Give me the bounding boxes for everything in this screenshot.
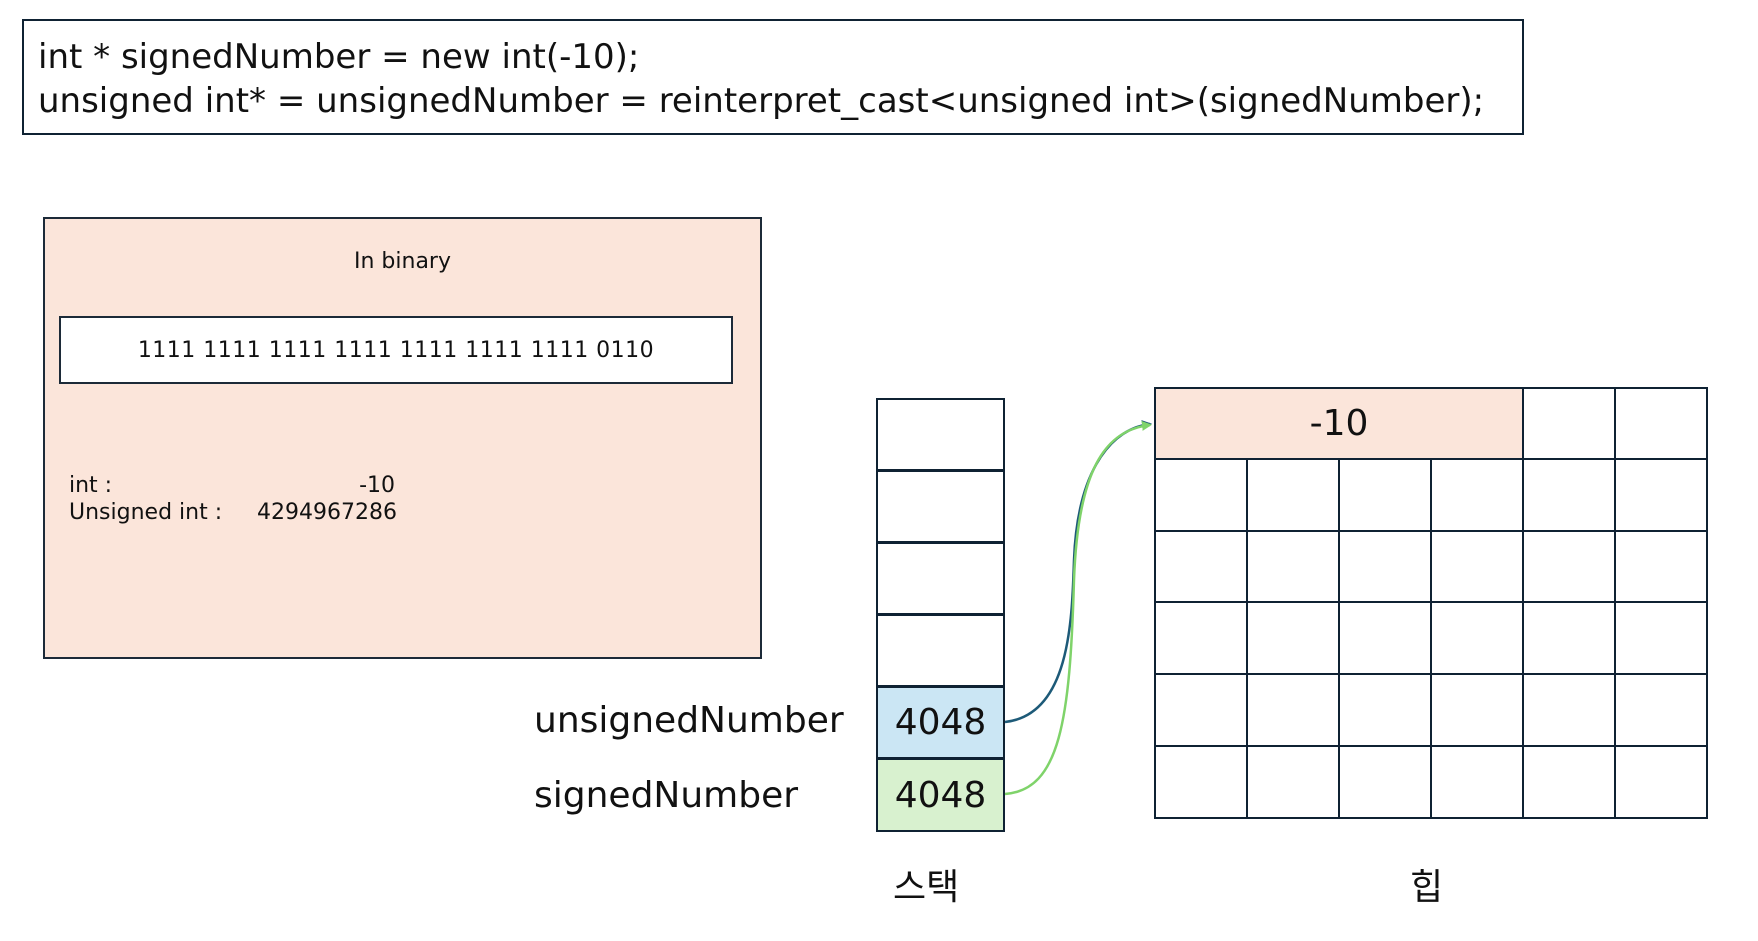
var-label-signed-number: signedNumber <box>534 775 799 816</box>
unsigned-int-value: 4294967286 <box>257 500 397 525</box>
pointer-arrow-signed-number <box>1004 420 1152 796</box>
code-snippet: int * signedNumber = new int(-10); unsig… <box>22 19 1524 135</box>
int-label: int : <box>69 473 113 498</box>
var-label-unsigned-number: unsignedNumber <box>534 700 844 741</box>
heap-cell <box>1338 458 1432 532</box>
binary-panel: In binary 1111 1111 1111 1111 1111 1111 … <box>43 217 762 659</box>
binary-bits: 1111 1111 1111 1111 1111 1111 1111 0110 <box>59 316 733 384</box>
pointer-arrow-unsigned-number <box>1004 420 1152 724</box>
heap-label: 힙 <box>1410 867 1444 908</box>
stack-cell <box>876 470 1005 543</box>
heap-cell <box>1154 745 1248 819</box>
stack-label: 스택 <box>893 867 960 908</box>
int-value: -10 <box>359 473 395 498</box>
heap-cell <box>1614 387 1708 460</box>
stack-cell <box>876 398 1005 471</box>
code-line-1: int * signedNumber = new int(-10); <box>38 37 640 77</box>
heap-cell <box>1338 745 1432 819</box>
heap-cell <box>1338 530 1432 603</box>
code-line-2: unsigned int* = unsignedNumber = reinter… <box>38 81 1485 121</box>
heap-cell <box>1522 601 1616 675</box>
heap-cell <box>1430 673 1524 747</box>
stack-cell-unsigned-number: 4048 <box>876 686 1005 759</box>
stack-cell <box>876 614 1005 687</box>
heap-cell <box>1614 601 1708 675</box>
unsigned-int-label: Unsigned int : <box>69 500 223 525</box>
heap-cell <box>1338 601 1432 675</box>
heap-cell <box>1522 745 1616 819</box>
heap-cell <box>1614 673 1708 747</box>
binary-title: In binary <box>354 249 451 274</box>
heap-value-cell: -10 <box>1154 387 1524 460</box>
heap-cell <box>1614 745 1708 819</box>
stack-cell-signed-number: 4048 <box>876 758 1005 832</box>
